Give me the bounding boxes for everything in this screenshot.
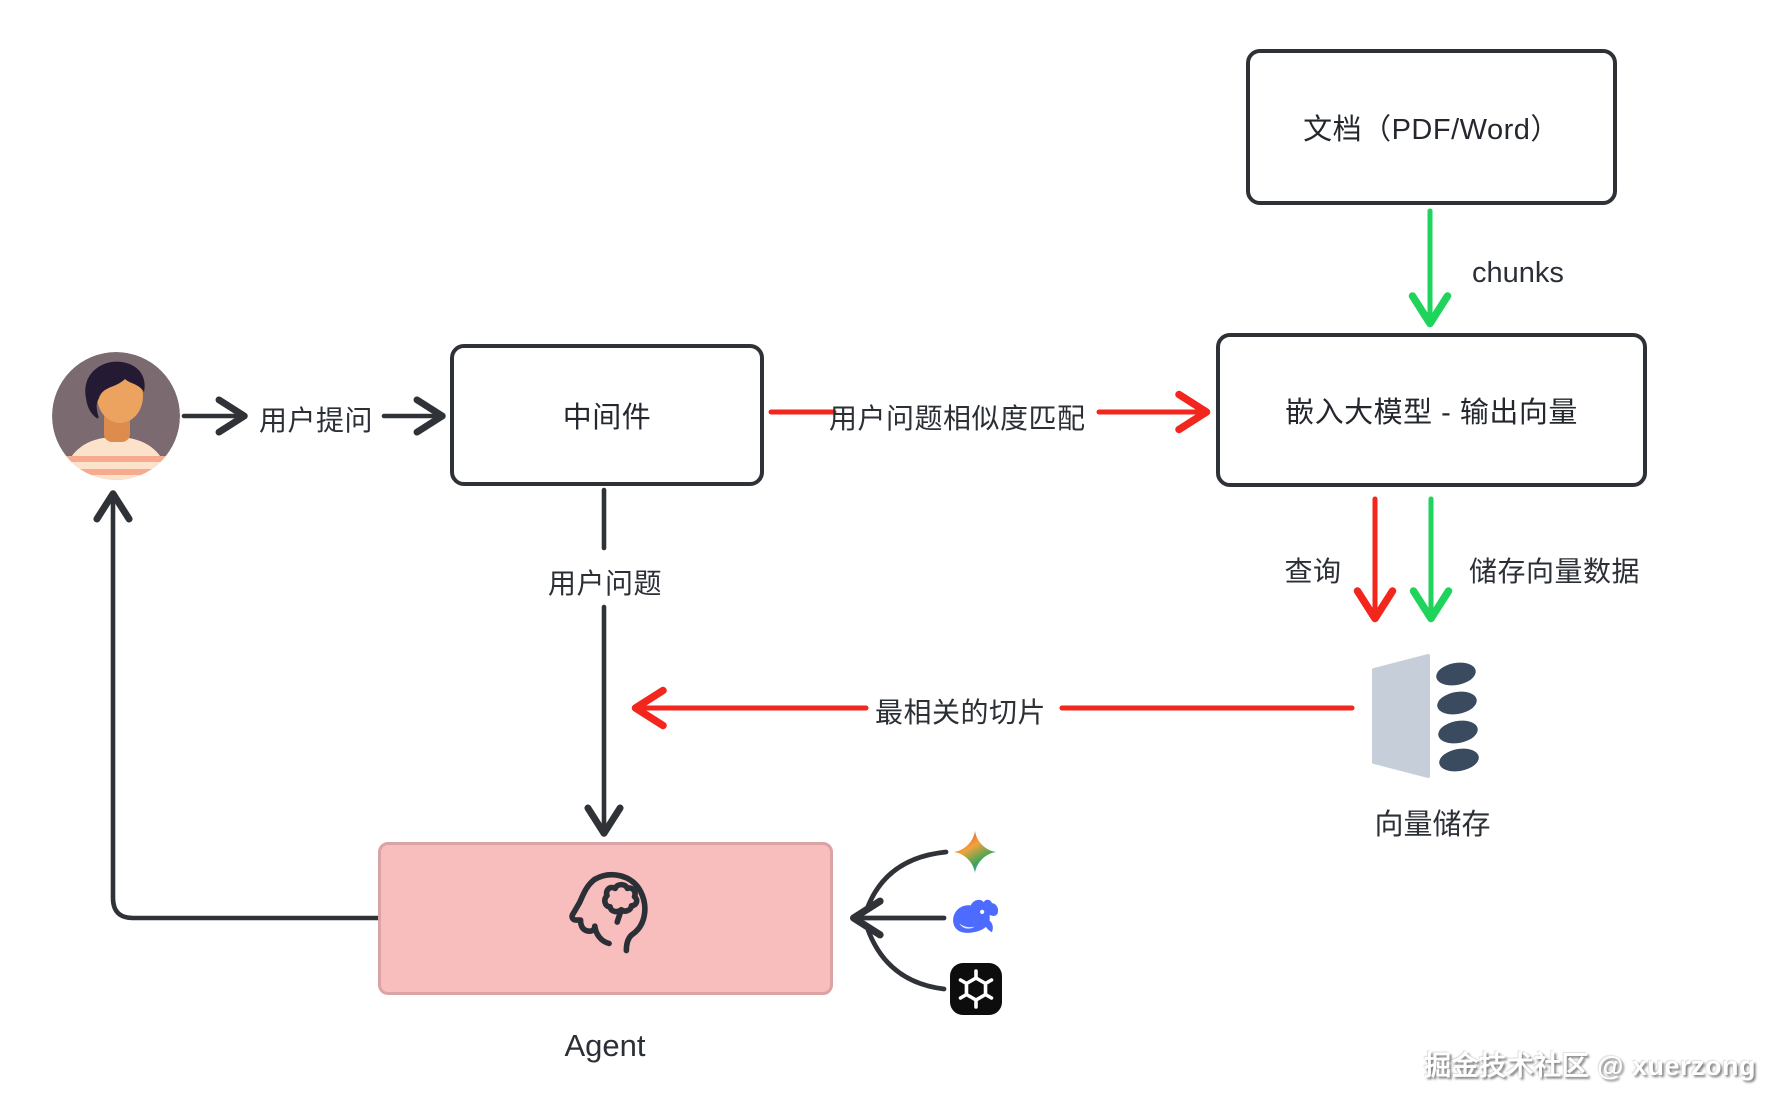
vector-store-caption: 向量储存	[1374, 809, 1491, 841]
deepseek-icon	[953, 899, 999, 933]
label-chunks: chunks	[1472, 257, 1564, 289]
openai-icon	[950, 963, 1002, 1015]
node-middleware: 中间件	[450, 344, 764, 486]
node-embedding: 嵌入大模型 - 输出向量	[1216, 333, 1647, 487]
arrow-models-to-agent	[850, 849, 949, 992]
node-embedding-label: 嵌入大模型 - 输出向量	[1285, 397, 1578, 429]
label-similarity: 用户问题相似度匹配	[829, 403, 1086, 434]
node-document: 文档（PDF/Word）	[1246, 49, 1617, 205]
label-query: 查询	[1284, 556, 1342, 587]
label-user-ask: 用户提问	[258, 405, 373, 436]
watermark: 掘金技术社区 @ xuerzong	[1424, 1051, 1756, 1081]
label-relevant-chunks: 最相关的切片	[875, 697, 1047, 728]
user-avatar-icon	[52, 352, 180, 480]
brain-icon	[568, 871, 648, 953]
gemini-icon	[953, 830, 997, 874]
node-agent	[378, 842, 833, 995]
database-icon	[1372, 654, 1479, 778]
agent-caption: Agent	[564, 1028, 646, 1063]
arrow-agent-to-user	[93, 490, 382, 921]
node-document-label: 文档（PDF/Word）	[1303, 114, 1560, 146]
label-store-vectors: 储存向量数据	[1469, 556, 1641, 587]
node-middleware-label: 中间件	[562, 402, 652, 434]
label-user-question: 用户问题	[547, 568, 662, 599]
